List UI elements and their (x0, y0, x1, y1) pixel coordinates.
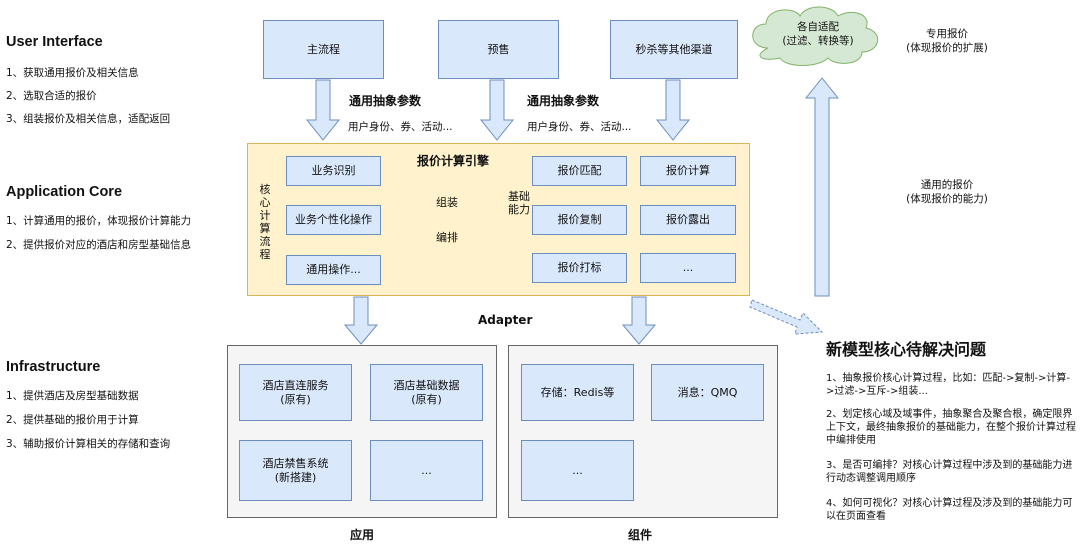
ui-layer-item: 3、组装报价及相关信息，适配返回 (6, 113, 171, 125)
core-layer-title: Application Core (6, 184, 123, 200)
step-common-ops[interactable]: 通用操作... (286, 255, 381, 285)
special-price-note: 专用报价 (体现报价的扩展) (906, 28, 988, 54)
infra-layer-item: 2、提供基础的报价用于计算 (6, 414, 139, 426)
cloud-adapt-text: 各自适配 (过滤、转换等) (782, 21, 854, 47)
engine-title: 报价计算引擎 (417, 154, 490, 168)
app-hotel-basic-data[interactable]: 酒店基础数据 (原有) (370, 364, 483, 421)
up-arrow-common-price (804, 77, 840, 297)
param-detail-1: 用户身份、券、活动... (348, 121, 453, 133)
cap-price-compute[interactable]: 报价计算 (640, 156, 736, 186)
component-qmq[interactable]: 消息：QMQ (651, 364, 764, 421)
cap-price-copy[interactable]: 报价复制 (532, 205, 627, 235)
problem-item: 2、划定核心域及域事件，抽象聚合及聚合根，确定限界上下文，最终抽象报价的基础能力… (826, 409, 1076, 446)
down-arrow-flash (655, 79, 691, 141)
arrow-label-compose: 组装 (436, 196, 458, 209)
param-title-2: 通用抽象参数 (527, 94, 600, 108)
cloud-shape (752, 6, 878, 66)
cap-price-expose[interactable]: 报价露出 (640, 205, 736, 235)
apps-panel-label: 应用 (350, 528, 375, 542)
core-layer-item: 1、计算通用的报价，体现报价计算能力 (6, 215, 192, 227)
components-panel-label: 组件 (628, 528, 653, 542)
ui-layer-item: 1、获取通用报价及相关信息 (6, 67, 139, 79)
problem-item: 3、是否可编排？对核心计算过程中涉及到的基础能力进行动态调整调用顺序 (826, 460, 1073, 484)
infra-layer-item: 3、辅助报价计算相关的存储和查询 (6, 438, 171, 450)
channel-flash-sale[interactable]: 秒杀等其他渠道 (610, 20, 738, 79)
infra-layer-title: Infrastructure (6, 359, 101, 375)
component-more[interactable]: ... (521, 440, 634, 501)
cap-price-match[interactable]: 报价匹配 (532, 156, 627, 186)
down-arrow-components (621, 296, 657, 345)
dashed-arrow-problems (749, 299, 824, 335)
cap-price-tag[interactable]: 报价打标 (532, 253, 627, 283)
app-hotel-ban-system[interactable]: 酒店禁售系统 (新搭建) (239, 440, 352, 501)
channel-presale[interactable]: 预售 (438, 20, 559, 79)
basic-capability-label: 基础能力 (508, 190, 530, 216)
problem-item: 1、抽象报价核心计算过程，比如：匹配->复制->计算->过滤->互斥->组装..… (826, 373, 1070, 397)
problems-title: 新模型核心待解决问题 (826, 340, 987, 359)
down-arrow-main (305, 79, 341, 141)
app-more[interactable]: ... (370, 440, 483, 501)
down-arrow-presale (479, 79, 515, 141)
cap-more[interactable]: ... (640, 253, 736, 283)
common-price-note: 通用的报价 (体现报价的能力) (906, 179, 988, 205)
core-layer-item: 2、提供报价对应的酒店和房型基础信息 (6, 239, 192, 251)
component-redis[interactable]: 存储：Redis等 (521, 364, 634, 421)
step-business-identify[interactable]: 业务识别 (286, 156, 381, 186)
adapter-label: Adapter (478, 313, 533, 327)
channel-main-process[interactable]: 主流程 (263, 20, 384, 79)
arrow-label-orchestrate: 编排 (436, 231, 458, 244)
ui-layer-title: User Interface (6, 34, 103, 50)
param-detail-2: 用户身份、券、活动... (527, 121, 632, 133)
step-business-custom[interactable]: 业务个性化操作 (286, 205, 381, 235)
problem-item: 4、如何可视化？对核心计算过程及涉及到的基础能力可以在页面查看 (826, 498, 1073, 522)
app-hotel-direct[interactable]: 酒店直连服务 (原有) (239, 364, 352, 421)
infra-layer-item: 1、提供酒店及房型基础数据 (6, 390, 139, 402)
ui-layer-item: 2、选取合适的报价 (6, 90, 97, 102)
core-process-label: 核心计算流程 (259, 183, 271, 261)
param-title-1: 通用抽象参数 (349, 94, 422, 108)
down-arrow-apps (343, 296, 379, 345)
